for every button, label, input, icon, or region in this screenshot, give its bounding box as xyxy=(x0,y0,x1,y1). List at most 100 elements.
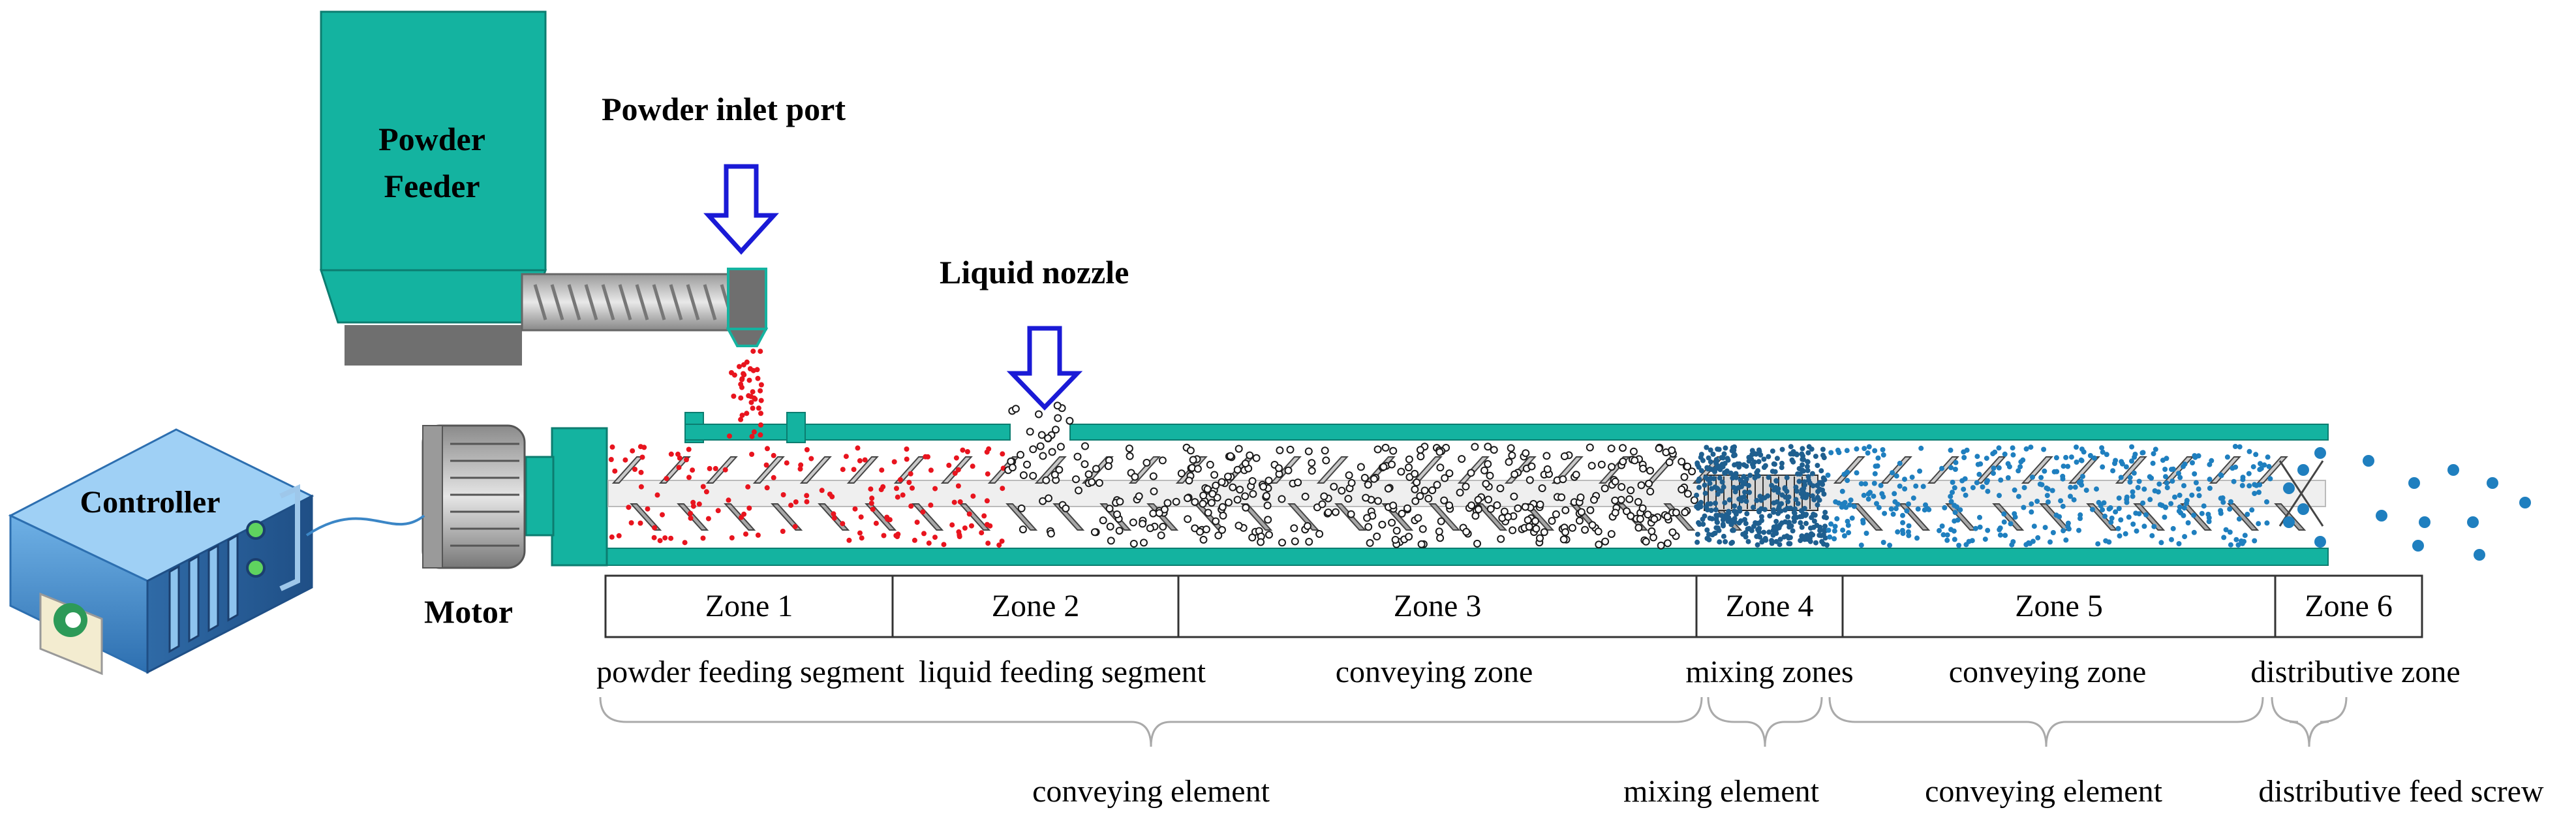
particle xyxy=(2002,533,2008,538)
particle xyxy=(2091,455,2097,461)
particle xyxy=(2134,528,2139,534)
particle xyxy=(1639,464,1648,473)
particle xyxy=(1743,521,1749,526)
particle xyxy=(2220,499,2226,505)
particle xyxy=(645,506,651,512)
screw-flight xyxy=(2209,456,2241,484)
particle xyxy=(1781,534,1787,540)
particle xyxy=(1389,446,1398,455)
particle xyxy=(1966,538,1972,544)
particle xyxy=(745,484,751,490)
particle xyxy=(895,534,900,539)
particle xyxy=(1617,495,1625,504)
particle xyxy=(1772,461,1777,467)
screw-flight xyxy=(2021,456,2053,484)
particle xyxy=(2046,499,2051,505)
particle xyxy=(1405,533,1413,541)
particle xyxy=(1861,492,1867,498)
particle xyxy=(2162,467,2168,472)
particle xyxy=(1991,471,1996,476)
particle xyxy=(868,501,874,506)
particle xyxy=(1759,518,1764,523)
particle xyxy=(1378,520,1387,529)
inlet-flange-right xyxy=(786,412,806,443)
particle xyxy=(1414,514,1422,522)
particle xyxy=(1992,449,1998,455)
particle xyxy=(1894,473,1899,479)
particle xyxy=(1910,495,1916,501)
particle xyxy=(1486,505,1495,513)
particle xyxy=(1625,495,1634,503)
particle xyxy=(758,382,764,388)
particle xyxy=(1865,491,1871,497)
particle xyxy=(1681,508,1689,516)
particle xyxy=(2201,503,2207,509)
particle xyxy=(1955,517,1961,523)
particle xyxy=(2419,516,2430,528)
particle xyxy=(1786,520,1792,525)
particle xyxy=(1199,492,1208,500)
particle xyxy=(2412,540,2424,552)
particle xyxy=(2177,504,2183,510)
particle xyxy=(1318,500,1326,508)
particle xyxy=(1417,540,1426,548)
particle xyxy=(1202,525,1210,533)
barrel-bottom xyxy=(605,548,2329,566)
particle xyxy=(2074,460,2079,465)
particle xyxy=(1790,449,1796,454)
particle xyxy=(1218,503,1227,511)
particle xyxy=(608,457,614,462)
particle xyxy=(1172,497,1180,506)
particle xyxy=(1698,468,1704,474)
particle xyxy=(2106,506,2112,512)
particle xyxy=(1998,477,2004,483)
particle xyxy=(1980,484,1986,490)
particle xyxy=(985,471,990,477)
particle xyxy=(1347,478,1356,487)
particle xyxy=(1458,455,1466,463)
particle xyxy=(2236,516,2242,522)
particle xyxy=(2297,464,2309,476)
particle xyxy=(2262,462,2267,468)
particle xyxy=(1732,509,1738,514)
particle xyxy=(2100,449,2106,455)
particle xyxy=(1521,503,1529,511)
particle xyxy=(2170,478,2175,484)
particle xyxy=(2240,476,2246,482)
particle xyxy=(1413,478,1421,487)
particle xyxy=(2141,486,2147,492)
particle xyxy=(1039,452,1047,460)
particle xyxy=(1159,522,1167,531)
particle xyxy=(1880,540,1886,545)
particle xyxy=(688,510,694,516)
particle xyxy=(2196,493,2202,499)
particle xyxy=(906,480,912,486)
screw-flight xyxy=(2133,503,2166,531)
particle xyxy=(1730,527,1736,533)
particle xyxy=(2152,488,2158,493)
particle xyxy=(957,499,963,505)
particle xyxy=(1233,495,1242,504)
particle xyxy=(657,538,663,544)
particle xyxy=(1702,513,1708,519)
particle xyxy=(2001,511,2007,517)
particle xyxy=(654,492,660,498)
particle xyxy=(843,454,849,460)
particle xyxy=(1890,470,1895,476)
particle xyxy=(2060,503,2066,509)
particle xyxy=(2164,456,2170,461)
particle xyxy=(2314,536,2326,548)
particle xyxy=(1747,490,1753,495)
particle xyxy=(857,530,863,536)
particle xyxy=(1155,509,1163,517)
particle xyxy=(1785,514,1790,520)
particle xyxy=(2176,508,2182,514)
particle xyxy=(1800,446,1805,452)
particle xyxy=(1275,464,1283,473)
particle xyxy=(1636,515,1644,523)
particle xyxy=(1694,539,1700,545)
particle xyxy=(2150,460,2156,466)
particle xyxy=(2235,542,2241,548)
particle xyxy=(1976,471,1982,477)
